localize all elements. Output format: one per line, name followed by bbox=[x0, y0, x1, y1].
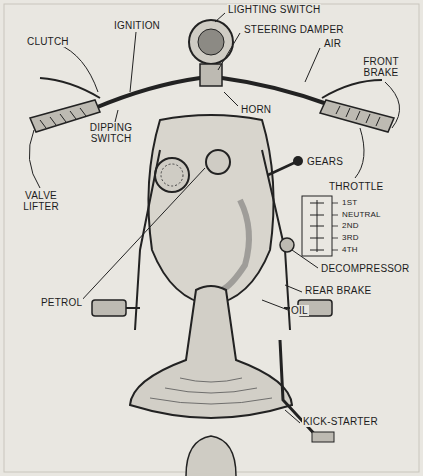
part-label: DECOMPRESSOR bbox=[320, 263, 411, 274]
left-footrest bbox=[92, 300, 126, 316]
part-label: KICK-STARTER bbox=[302, 416, 379, 427]
gear-position-label: 2ND bbox=[341, 221, 360, 230]
part-label: IGNITION bbox=[113, 20, 161, 31]
part-label: VALVE LIFTER bbox=[14, 190, 68, 212]
speedometer bbox=[155, 158, 189, 192]
headlamp-lens bbox=[198, 29, 224, 55]
brake-lever bbox=[322, 80, 382, 98]
footrest-bar bbox=[126, 307, 298, 309]
tank-shading bbox=[222, 200, 249, 290]
part-label: STEERING DAMPER bbox=[243, 24, 345, 35]
right-grip bbox=[320, 100, 394, 132]
gear-knob bbox=[293, 156, 303, 166]
part-label: OIL bbox=[290, 305, 309, 316]
gate-ticks bbox=[332, 203, 338, 250]
gear-position-label: 4TH bbox=[341, 245, 359, 254]
part-label: CLUTCH bbox=[26, 36, 70, 47]
decompressor-knob bbox=[280, 238, 294, 252]
speedometer-dial bbox=[161, 164, 183, 186]
part-label: REAR BRAKE bbox=[304, 285, 372, 296]
part-label: HORN bbox=[240, 104, 272, 115]
frame-tube bbox=[135, 150, 160, 330]
filler-cap bbox=[206, 150, 230, 174]
gear-position-label: 3RD bbox=[341, 233, 360, 242]
saddle bbox=[130, 286, 292, 418]
kick-pedal bbox=[312, 432, 334, 442]
leader-lines bbox=[29, 13, 399, 423]
gate-slots bbox=[310, 200, 324, 252]
part-label: LIGHTING SWITCH bbox=[227, 4, 321, 15]
gear-position-label: 1ST bbox=[341, 198, 358, 207]
part-label: AIR bbox=[323, 38, 342, 49]
part-label: DIPPING SWITCH bbox=[80, 122, 142, 144]
paper-edge bbox=[4, 4, 419, 472]
part-label: PETROL bbox=[40, 297, 83, 308]
part-label: GEARS bbox=[306, 156, 344, 167]
part-label: THROTTLE bbox=[328, 181, 384, 192]
gear-gate bbox=[302, 196, 332, 256]
rear-wheel bbox=[186, 436, 236, 476]
clutch-lever bbox=[40, 78, 100, 98]
part-label: FRONT BRAKE bbox=[352, 56, 410, 78]
gear-lever bbox=[268, 162, 296, 175]
headlamp bbox=[189, 20, 233, 64]
petrol-tank bbox=[148, 115, 273, 305]
steering-head bbox=[200, 64, 222, 86]
grip-hatching bbox=[336, 106, 380, 126]
gear-position-label: NEUTRAL bbox=[341, 210, 382, 219]
saddle-lines bbox=[150, 378, 272, 404]
